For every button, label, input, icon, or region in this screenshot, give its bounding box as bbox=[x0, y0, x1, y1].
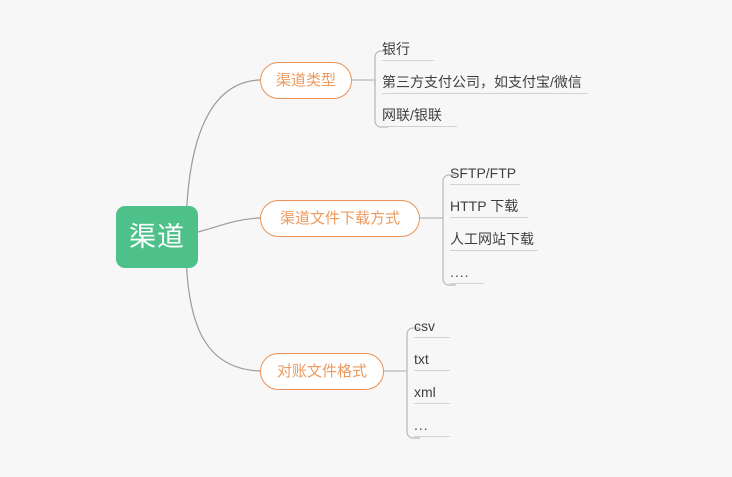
leaf-node-label: ... bbox=[414, 417, 429, 433]
leaf-node-label: 第三方支付公司，如支付宝/微信 bbox=[382, 74, 582, 90]
leaf-node-csv[interactable]: csv bbox=[414, 315, 450, 338]
leaf-node-bank[interactable]: 银行 bbox=[382, 38, 434, 61]
branch-node-download-method[interactable]: 渠道文件下载方式 bbox=[260, 200, 420, 237]
leaf-node-xml[interactable]: xml bbox=[414, 381, 450, 404]
branch-node-file-format[interactable]: 对账文件格式 bbox=[260, 353, 384, 390]
leaf-node-label: SFTP/FTP bbox=[450, 165, 517, 181]
branch-node-label: 对账文件格式 bbox=[276, 363, 367, 380]
connector-root-to-branch-1 bbox=[197, 217, 261, 233]
root-node[interactable]: 渠道 bbox=[116, 206, 198, 268]
leaf-node-label: HTTP 下载 bbox=[450, 198, 519, 214]
leaf-node-third-party-payment[interactable]: 第三方支付公司，如支付宝/微信 bbox=[382, 71, 588, 94]
leaf-node-more-format[interactable]: ... bbox=[414, 414, 450, 437]
leaf-node-txt[interactable]: txt bbox=[414, 348, 450, 371]
leaf-node-label: 银行 bbox=[382, 41, 410, 57]
leaf-node-label: 人工网站下载 bbox=[450, 231, 534, 247]
leaf-node-sftp-ftp[interactable]: SFTP/FTP bbox=[450, 162, 520, 185]
leaf-node-manual-website-download[interactable]: 人工网站下载 bbox=[450, 228, 538, 251]
branch-node-label: 渠道类型 bbox=[275, 72, 336, 89]
connector-branch-0-leaf-1 bbox=[369, 79, 376, 86]
leaf-node-nets-union[interactable]: 网联/银联 bbox=[382, 104, 457, 127]
leaf-node-label: 网联/银联 bbox=[382, 107, 442, 123]
branch-node-channel-type[interactable]: 渠道类型 bbox=[260, 62, 352, 99]
connector-root-to-branch-2 bbox=[185, 243, 261, 372]
leaf-node-label: csv bbox=[414, 318, 435, 334]
root-node-label: 渠道 bbox=[129, 221, 185, 252]
leaf-node-label: .... bbox=[450, 264, 470, 280]
leaf-node-label: xml bbox=[414, 384, 436, 400]
leaf-node-more-download[interactable]: .... bbox=[450, 261, 484, 284]
leaf-node-http-download[interactable]: HTTP 下载 bbox=[450, 195, 528, 218]
leaf-node-label: txt bbox=[414, 351, 429, 367]
branch-node-label: 渠道文件下载方式 bbox=[279, 210, 400, 227]
